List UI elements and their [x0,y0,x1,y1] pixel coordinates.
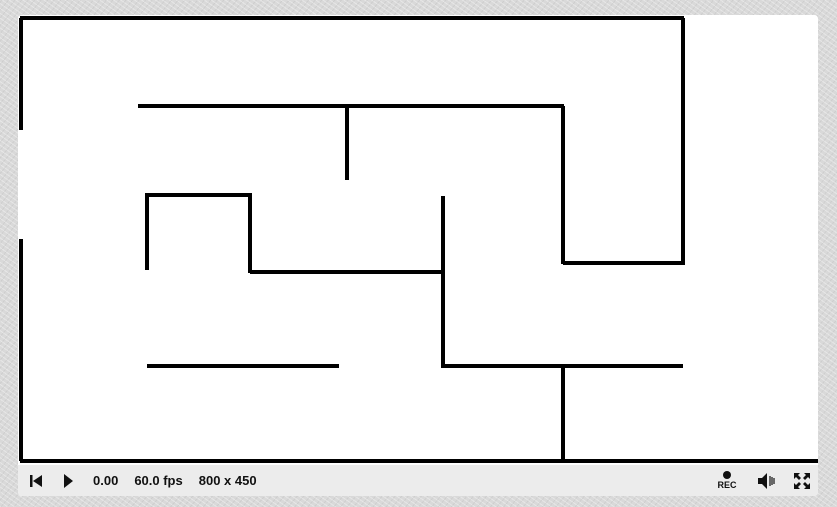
play-button[interactable] [58,471,78,491]
volume-icon [758,472,775,489]
fps-readout: 60.0 fps [134,473,183,488]
fullscreen-button[interactable] [792,471,812,491]
record-label: REC [717,480,737,490]
fullscreen-icon [794,472,810,489]
play-icon [64,473,73,488]
rewind-button[interactable] [26,471,46,491]
skip-back-icon [30,474,42,487]
record-button[interactable]: REC [712,467,742,495]
resolution-readout: 800 x 450 [198,473,257,488]
maze-canvas[interactable] [18,15,818,465]
record-icon [723,471,731,479]
time-readout: 0.00 [93,473,119,488]
shader-player: 0.00 60.0 fps 800 x 450 REC [18,15,818,496]
player-controls: 0.00 60.0 fps 800 x 450 REC [18,465,818,496]
maze-svg [19,16,818,463]
volume-button[interactable] [756,470,778,492]
